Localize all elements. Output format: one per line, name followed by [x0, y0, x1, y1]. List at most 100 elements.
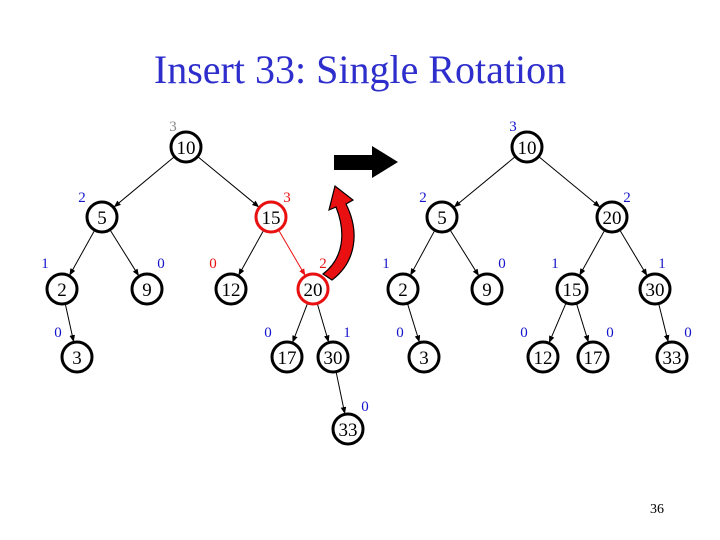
tree-node-key: 3: [72, 348, 82, 369]
tree-node-key: 2: [57, 280, 67, 301]
tree-node-key: 5: [437, 208, 447, 229]
tree-node: 30: [54, 325, 94, 374]
tree-node: 30: [396, 325, 441, 374]
tree-node-circle: [130, 272, 164, 306]
tree-edge: [449, 229, 479, 277]
tree-edge: [69, 229, 96, 276]
tree-edge: [406, 303, 421, 343]
balance-factor-label: 0: [264, 325, 272, 341]
tree-node: 17 0: [264, 325, 304, 374]
tree-edge: [335, 371, 347, 415]
tree-node: 330: [331, 399, 369, 446]
tree-node-circle: [386, 272, 420, 306]
tree-node: 20 2: [296, 256, 330, 306]
tree-node-key: 2: [398, 280, 408, 301]
tree-node-key: 30: [646, 280, 665, 301]
tree-node-key: 12: [222, 280, 241, 301]
tree-node-circle: [60, 340, 94, 374]
tree-node-key: 9: [482, 280, 492, 301]
tree-node-key: 9: [142, 280, 152, 301]
balance-factor-label: 0: [209, 256, 217, 272]
tree-edge: [575, 303, 590, 343]
tree-node: 301: [638, 256, 672, 306]
tree-node-circle: [638, 272, 672, 306]
tree-node-key: 33: [339, 420, 358, 441]
balance-factor-label: 0: [361, 399, 369, 415]
tree-node-key: 3: [419, 348, 429, 369]
tree-node: 202: [595, 190, 631, 234]
tree-edge: [292, 302, 309, 343]
balance-factor-label: 3: [169, 119, 177, 135]
tree-node-key: 15: [563, 280, 582, 301]
balance-factor-label: 0: [498, 256, 506, 272]
tree-node-key: 17: [584, 348, 603, 369]
tree-edge: [579, 229, 606, 276]
tree-node: 12 0: [209, 256, 248, 306]
balance-factor-label: 1: [551, 256, 559, 272]
balance-factor-label: 0: [396, 325, 404, 341]
balance-factor-label: 3: [283, 190, 291, 206]
tree-edge: [64, 303, 75, 343]
tree-edge: [113, 156, 175, 208]
tree-node-key: 15: [262, 208, 281, 229]
curved-rotation-arrow-icon: [321, 184, 355, 281]
balance-factor-label: 0: [54, 325, 62, 341]
tree-edge: [238, 229, 265, 276]
tree-node-key: 12: [534, 348, 553, 369]
tree-node-circle: [526, 340, 560, 374]
tree-edge: [316, 303, 330, 343]
tree-node-key: 17: [278, 348, 297, 369]
tree-node: 21: [41, 256, 79, 306]
tree-node: 12 0: [520, 325, 560, 374]
balance-factor-label: 0: [606, 325, 614, 341]
balance-factor-label: 1: [382, 256, 390, 272]
balance-factor-label: 0: [157, 256, 165, 272]
balance-factor-label: 3: [509, 119, 517, 135]
right-arrow-icon: [334, 146, 398, 178]
tree-node-circle: [45, 272, 79, 306]
tree-node-circle: [169, 130, 203, 164]
tree-node: 170: [576, 325, 614, 374]
tree-node-key: 10: [518, 138, 537, 159]
tree-node-key: 10: [177, 138, 196, 159]
tree-node-circle: [470, 272, 504, 306]
tree-node: 301: [316, 325, 351, 374]
tree-node-circle: [407, 340, 441, 374]
page-number: 36: [650, 502, 664, 517]
balance-factor-label: 2: [78, 190, 86, 206]
tree-node: 103: [509, 119, 544, 164]
tree-edge: [619, 229, 648, 276]
balance-factor-label: 1: [343, 325, 351, 341]
tree-node-circle: [296, 272, 330, 306]
tree-node-circle: [214, 272, 248, 306]
tree-node: 52: [78, 190, 119, 234]
tree-node-key: 20: [304, 280, 323, 301]
tree-node-circle: [510, 130, 544, 164]
tree-node-circle: [595, 200, 629, 234]
tree-edge: [197, 156, 260, 208]
tree-edge: [278, 229, 306, 276]
slide-title: Insert 33: Single Rotation: [153, 47, 567, 92]
tree-node-circle: [254, 200, 288, 234]
tree-edge: [410, 229, 436, 276]
tree-edge: [538, 156, 601, 208]
tree-node: 151: [551, 256, 589, 306]
tree-node: 21: [382, 256, 420, 306]
balance-factor-label: 2: [623, 190, 631, 206]
tree-node-key: 33: [663, 348, 682, 369]
balance-factor-label: 2: [319, 256, 327, 272]
tree-node-key: 5: [97, 208, 107, 229]
tree-node: 330: [655, 325, 692, 374]
tree-node: 52: [419, 190, 459, 234]
balance-factor-label: 0: [520, 325, 528, 341]
balance-factor-label: 2: [419, 190, 427, 206]
tree-node-circle: [331, 412, 365, 446]
tree-node: 153: [254, 190, 291, 234]
tree-node: 103: [169, 119, 203, 164]
tree-node-circle: [655, 340, 689, 374]
tree-edge: [109, 229, 139, 277]
tree-node-circle: [425, 200, 459, 234]
